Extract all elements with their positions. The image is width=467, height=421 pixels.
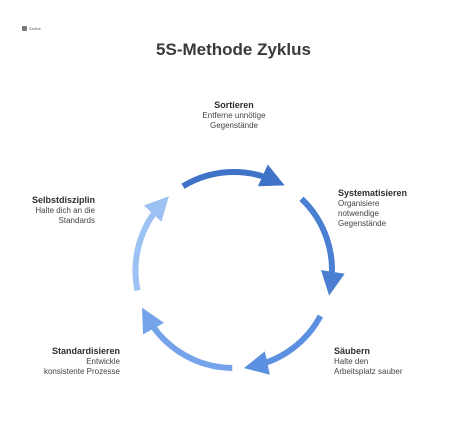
step-saeubern: Säubern Halte den Arbeitsplatz sauber — [334, 345, 444, 377]
step-sortieren: Sortieren Entferne unnötige Gegenstände — [179, 99, 289, 131]
logo-icon — [22, 26, 27, 31]
arc-selbstdisziplin — [132, 196, 169, 292]
step-name: Sortieren — [214, 100, 254, 110]
step-systematisieren: Systematisieren Organisiere notwendige G… — [338, 187, 458, 229]
logo-text: Scribe — [29, 26, 41, 31]
step-description: Entferne unnötige Gegenstände — [202, 111, 266, 130]
arc-standardisieren — [142, 307, 233, 371]
arc-saeubern — [243, 314, 324, 375]
arc-sortieren — [181, 164, 285, 189]
step-name: Säubern — [334, 346, 371, 356]
step-description: Halte dich an die Standards — [35, 206, 95, 225]
diagram-title: 5S-Methode Zyklus — [156, 40, 311, 59]
step-description: Halte den Arbeitsplatz sauber — [334, 357, 403, 376]
arc-systematisieren — [299, 196, 345, 296]
step-standardisieren: Standardisieren Entwickle konsistente Pr… — [20, 345, 120, 377]
step-selbstdisziplin: Selbstdisziplin Halte dich an die Standa… — [15, 194, 95, 226]
step-description: Organisiere notwendige Gegenstände — [338, 199, 387, 228]
step-name: Systematisieren — [338, 188, 408, 198]
logo: Scribe — [22, 26, 41, 31]
step-name: Selbstdisziplin — [31, 195, 95, 205]
step-name: Standardisieren — [51, 346, 120, 356]
step-description: Entwickle konsistente Prozesse — [43, 357, 120, 376]
